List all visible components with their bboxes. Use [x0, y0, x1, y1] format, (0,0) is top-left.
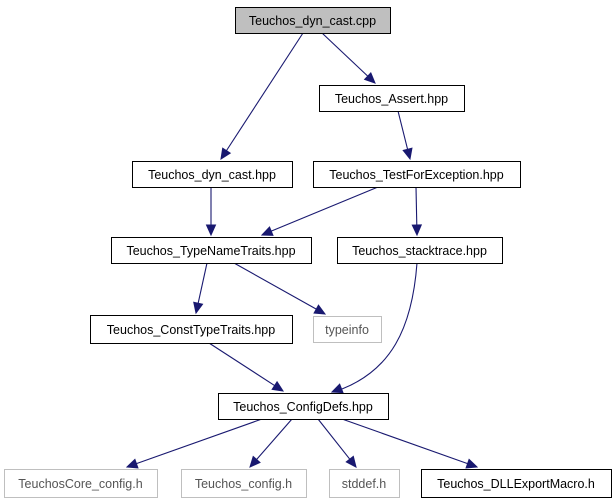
node-label: Teuchos_stacktrace.hpp [352, 244, 487, 258]
node-box [218, 393, 389, 420]
edge-line [341, 262, 418, 390]
node-box [421, 469, 612, 498]
edge-line [208, 342, 275, 387]
node-label: Teuchos_Assert.hpp [335, 92, 448, 106]
edge-dyn_cast_cpp-to-dyn_cast_hpp [220, 32, 304, 161]
node-box [181, 469, 307, 498]
arrowhead [205, 224, 217, 237]
nodes-layer: Teuchos_dyn_cast.cppTeuchos_Assert.hppTe… [4, 7, 612, 498]
edge-line [341, 418, 468, 465]
arrowhead [220, 147, 232, 161]
node-label: Teuchos_dyn_cast.cpp [249, 14, 376, 28]
edge-assert_hpp-to-test_for_exception_hpp [397, 110, 413, 161]
arrowhead [125, 458, 139, 469]
node-box [313, 161, 521, 188]
node-label: Teuchos_ConfigDefs.hpp [233, 400, 373, 414]
edge-line [233, 262, 317, 310]
node-box [313, 316, 382, 343]
node-dyn-cast-cpp[interactable]: Teuchos_dyn_cast.cpp [235, 7, 391, 34]
edge-line [197, 262, 208, 304]
node-label: Teuchos_config.h [195, 477, 292, 491]
arrowhead [411, 224, 423, 237]
edge-line [415, 186, 418, 226]
node-stddef-h: stddef.h [329, 469, 400, 498]
edge-dyn_cast_cpp-to-assert_hpp [321, 32, 376, 84]
node-label: typeinfo [325, 323, 369, 337]
edge-config_defs_hpp-to-core_config_h [125, 418, 263, 469]
arrowhead [345, 455, 357, 468]
edge-line [317, 418, 351, 460]
node-label: Teuchos_DLLExportMacro.h [437, 477, 595, 491]
node-label: TeuchosCore_config.h [18, 477, 142, 491]
node-test-for-exception-hpp[interactable]: Teuchos_TestForException.hpp [313, 161, 521, 188]
edge-type_name_traits_hpp-to-typeinfo [233, 262, 327, 315]
node-label: Teuchos_dyn_cast.hpp [148, 168, 276, 182]
node-box [337, 237, 503, 264]
node-type-name-traits-hpp[interactable]: Teuchos_TypeNameTraits.hpp [111, 237, 312, 264]
edge-test_for_exception_hpp-to-stacktrace_hpp [411, 186, 423, 237]
arrowhead [249, 455, 261, 468]
node-box [132, 161, 293, 188]
edges-layer [125, 32, 479, 469]
arrowhead [271, 380, 285, 392]
node-label: Teuchos_ConstTypeTraits.hpp [107, 323, 275, 337]
edge-const_type_traits_hpp-to-config_defs_hpp [208, 342, 285, 392]
node-box [235, 7, 391, 34]
node-config-defs-hpp[interactable]: Teuchos_ConfigDefs.hpp [218, 393, 389, 420]
arrowhead [193, 301, 204, 315]
node-stacktrace-hpp[interactable]: Teuchos_stacktrace.hpp [337, 237, 503, 264]
edge-test_for_exception_hpp-to-type_name_traits_hpp [260, 186, 379, 236]
node-box [90, 315, 293, 344]
edge-config_defs_hpp-to-stddef_h [317, 418, 357, 468]
arrowhead [313, 304, 327, 315]
node-box [111, 237, 312, 264]
node-box [319, 85, 465, 112]
node-dyn-cast-hpp[interactable]: Teuchos_dyn_cast.hpp [132, 161, 293, 188]
node-box [329, 469, 400, 498]
edge-line [271, 186, 379, 232]
edge-line [225, 32, 304, 151]
arrowhead [465, 458, 479, 469]
edge-line [256, 418, 293, 460]
edge-line [397, 110, 409, 150]
arrowhead [330, 383, 344, 394]
node-label: Teuchos_TestForException.hpp [329, 168, 503, 182]
arrowhead [260, 226, 274, 236]
edge-config_defs_hpp-to-teuchos_config_h [249, 418, 293, 468]
node-const-type-traits-hpp[interactable]: Teuchos_ConstTypeTraits.hpp [90, 315, 293, 344]
arrowhead [402, 147, 413, 161]
node-label: Teuchos_TypeNameTraits.hpp [126, 244, 295, 258]
node-teuchos-config-h: Teuchos_config.h [181, 469, 307, 498]
node-assert-hpp[interactable]: Teuchos_Assert.hpp [319, 85, 465, 112]
edge-type_name_traits_hpp-to-const_type_traits_hpp [193, 262, 208, 315]
arrowhead [363, 71, 376, 84]
node-typeinfo: typeinfo [313, 316, 382, 343]
node-dll-export-macro-h[interactable]: Teuchos_DLLExportMacro.h [421, 469, 612, 498]
node-box [4, 469, 158, 498]
node-core-config-h: TeuchosCore_config.h [4, 469, 158, 498]
edge-stacktrace_hpp-to-config_defs_hpp [330, 262, 418, 394]
edge-line [321, 32, 369, 77]
node-label: stddef.h [342, 477, 387, 491]
edge-line [136, 418, 263, 465]
edge-config_defs_hpp-to-dll_export_macro_h [341, 418, 479, 469]
edge-dyn_cast_hpp-to-type_name_traits_hpp [205, 187, 217, 237]
